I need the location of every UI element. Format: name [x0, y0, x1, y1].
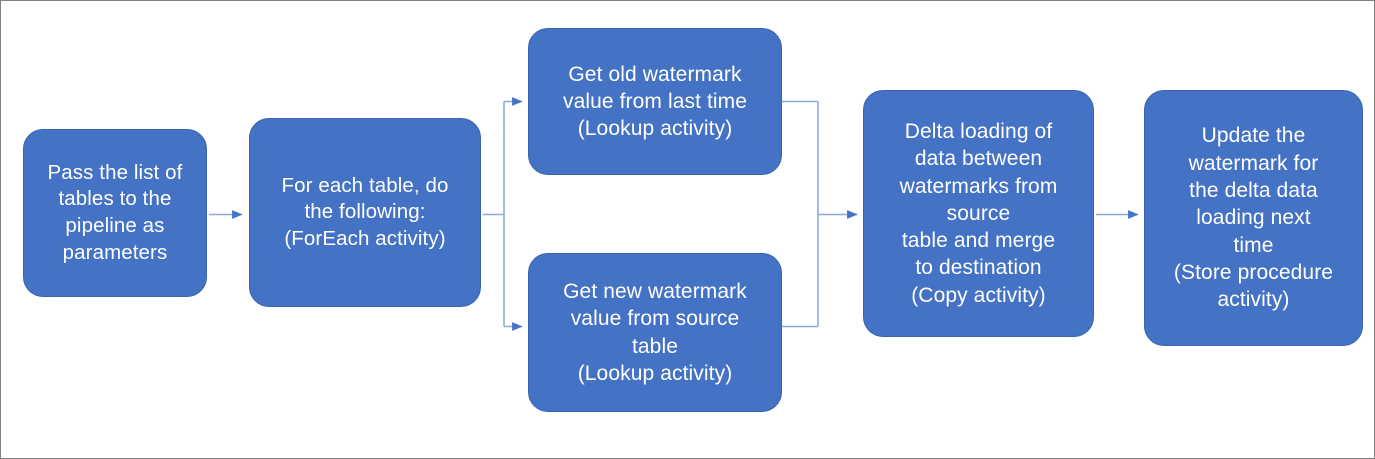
node-delta-loading[interactable]: Delta loading of data between watermarks…: [863, 90, 1094, 337]
node-update-watermark[interactable]: Update the watermark for the delta data …: [1144, 90, 1363, 346]
edge-for-each-branch: [483, 97, 523, 331]
node-for-each[interactable]: For each table, do the following: (ForEa…: [249, 118, 481, 307]
node-pass-tables[interactable]: Pass the list of tables to the pipeline …: [23, 129, 207, 297]
node-get-new-watermark[interactable]: Get new watermark value from source tabl…: [528, 253, 782, 412]
edge-lookups-to-delta-loading: [782, 100, 858, 328]
node-get-old-watermark[interactable]: Get old watermark value from last time (…: [528, 28, 782, 175]
